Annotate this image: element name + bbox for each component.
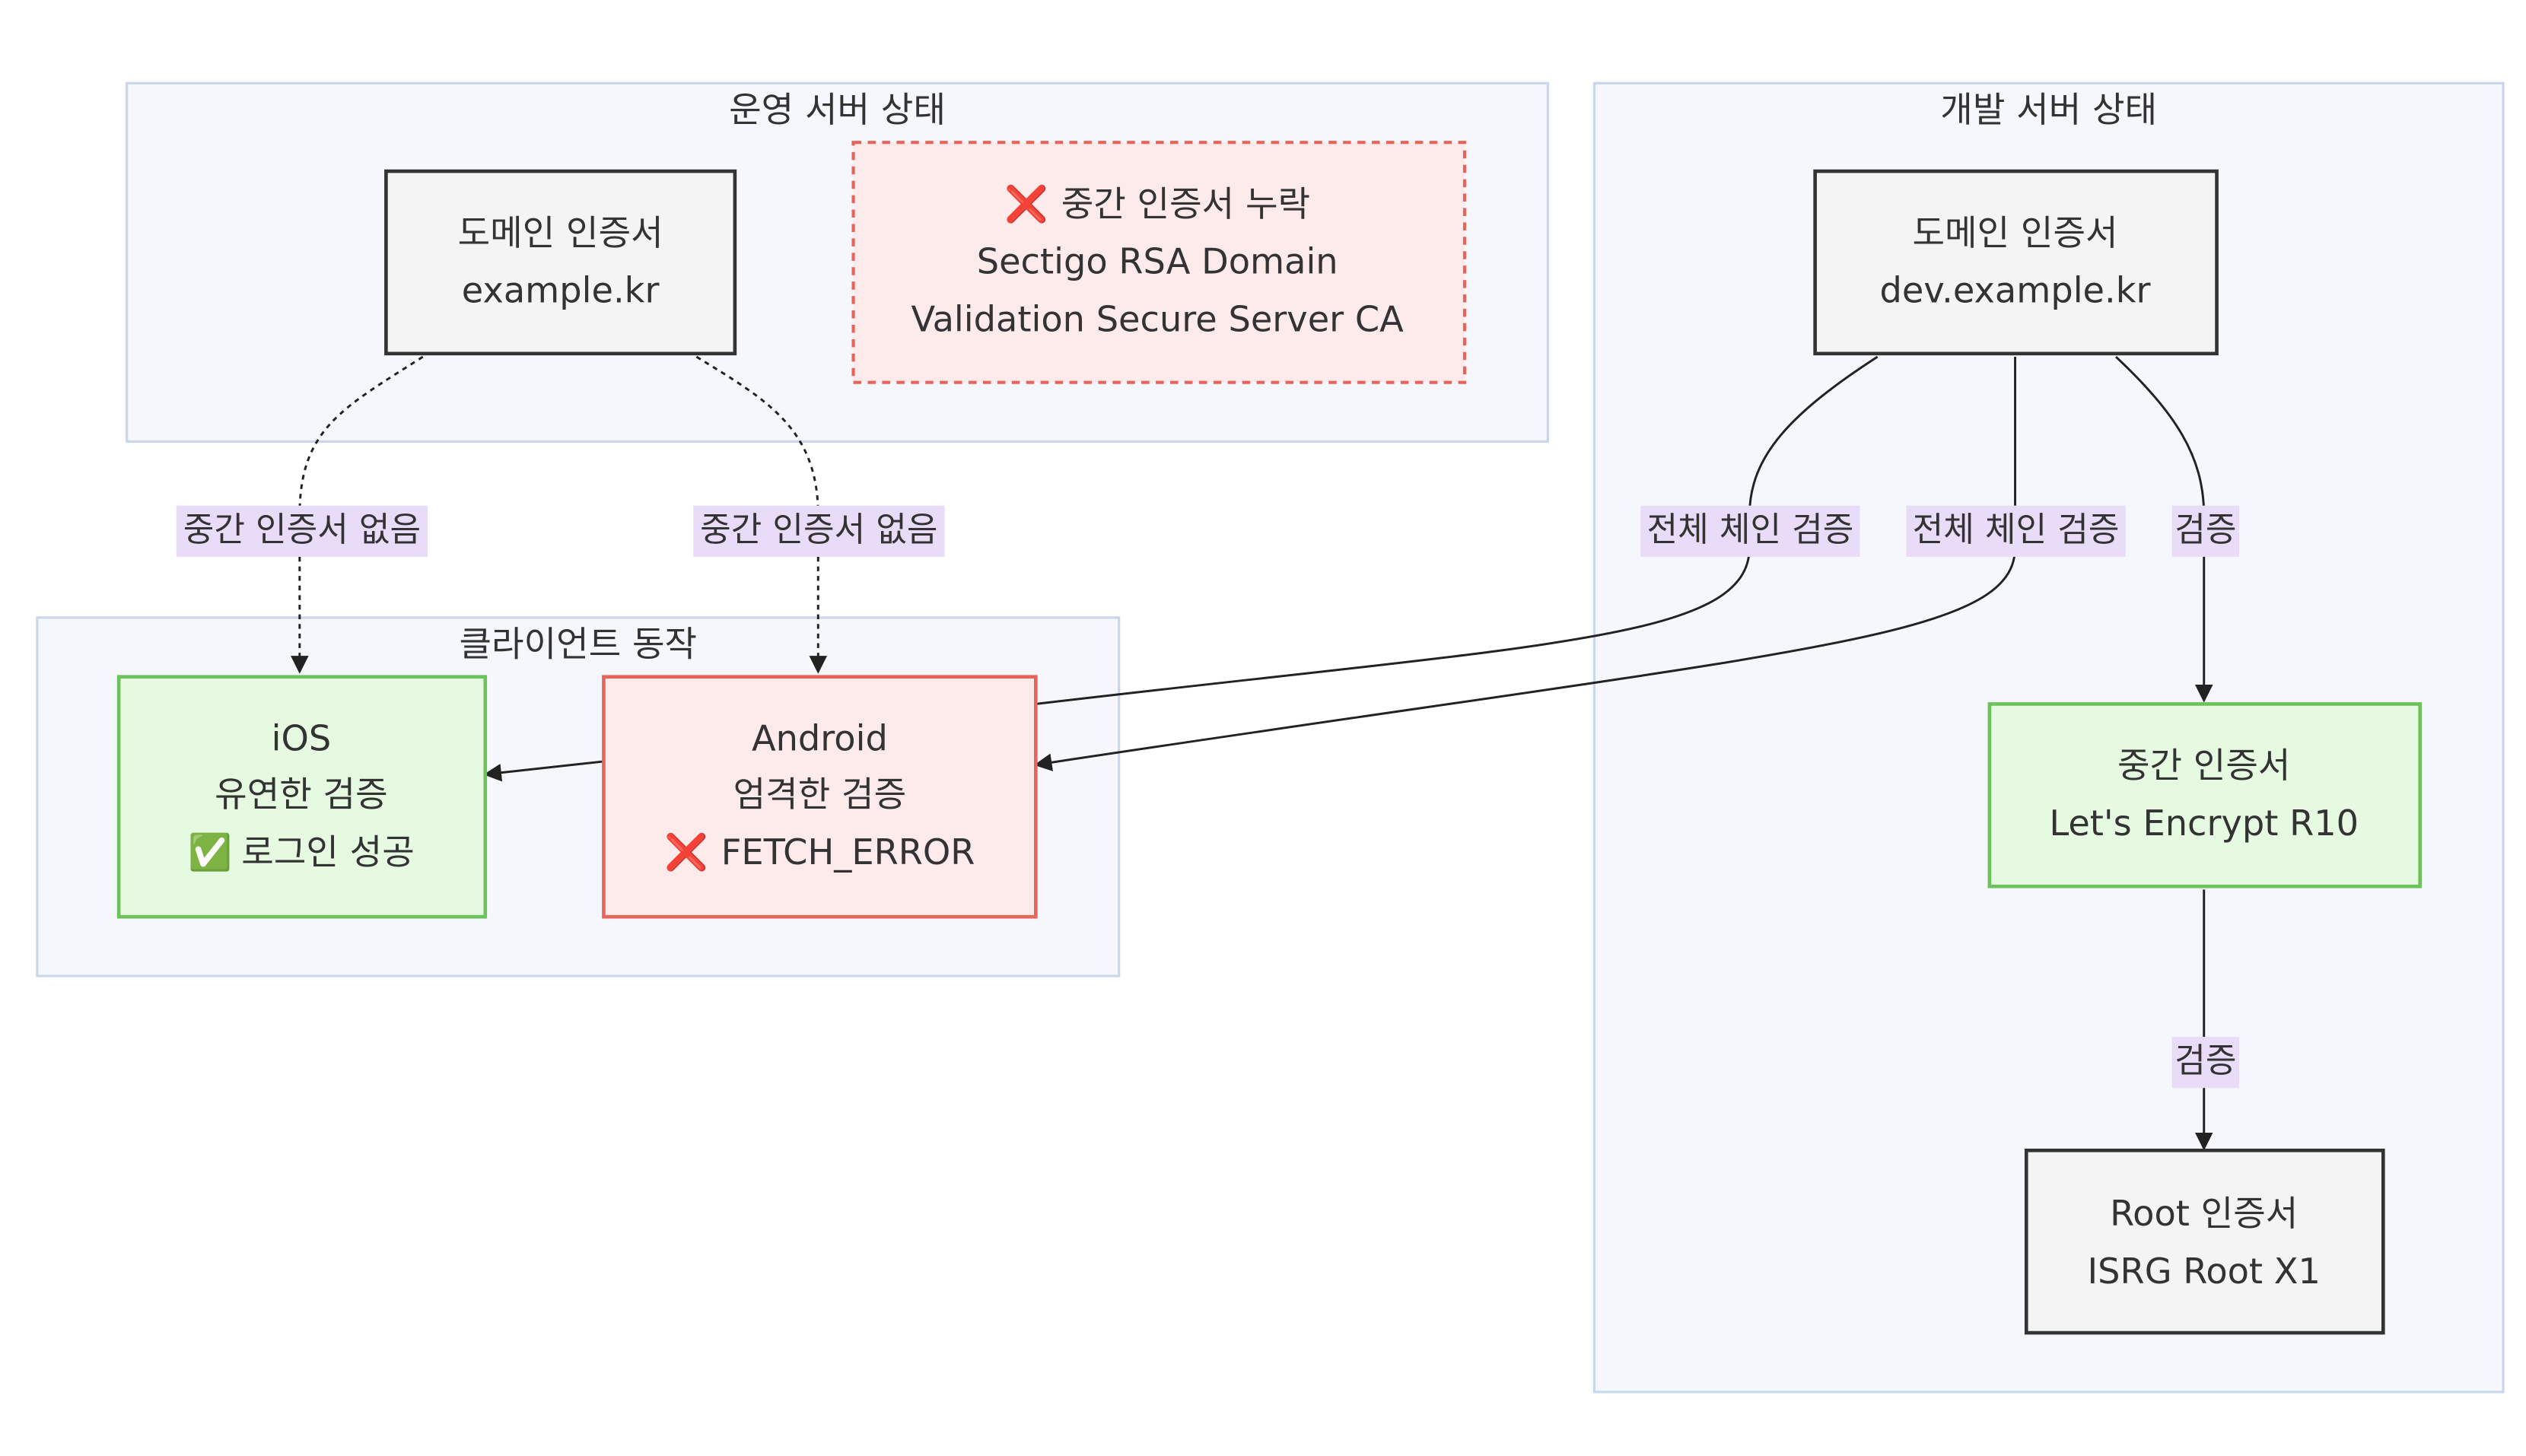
node-detail-text: FETCH_ERROR — [721, 831, 975, 873]
node-subtitle: example.kr — [462, 270, 660, 311]
x-mark-icon: ❌ — [1004, 183, 1048, 225]
edge-label-dev-full-chain-2: 전체 체인 검증 — [1906, 505, 2126, 557]
edge-label-text: 검증 — [2174, 510, 2236, 549]
node-prod-domain-cert: 도메인 인증서 example.kr — [384, 169, 737, 356]
cluster-client-title: 클라이언트 동작 — [459, 623, 697, 664]
node-detail-text: 로그인 성공 — [241, 831, 415, 873]
node-intermediate-cert: 중간 인증서 Let's Encrypt R10 — [1987, 702, 2422, 889]
node-android-client: Android 엄격한 검증 ❌ FETCH_ERROR — [602, 675, 1038, 919]
edge-dev-to-intermediate-upper — [2115, 355, 2206, 516]
node-missing-intermediate: ❌ 중간 인증서 누락 Sectigo RSA Domain Validation… — [851, 141, 1467, 384]
edges — [291, 355, 2213, 1151]
node-title: 도메인 인증서 — [1913, 212, 2118, 253]
edge-label-prod-to-android: 중간 인증서 없음 — [693, 505, 945, 557]
node-box — [851, 141, 1467, 384]
node-detail: ❌ FETCH_ERROR — [664, 831, 975, 873]
edge-android-to-ios — [483, 760, 603, 782]
edge-label-bg — [2171, 505, 2240, 557]
edge-label-prod-to-ios: 중간 인증서 없음 — [176, 505, 428, 557]
node-title: Android — [752, 717, 888, 758]
edge-label-bg — [1906, 505, 2126, 557]
cluster-prod-title: 운영 서버 상태 — [729, 89, 946, 130]
edge-label-text: 전체 체인 검증 — [1647, 510, 1854, 549]
edge-dev-chain-2-lower — [1034, 547, 2017, 771]
edge-label-bg — [1640, 505, 1860, 557]
edge-label-intermediate-to-root: 검증 — [2171, 1036, 2240, 1089]
node-title: iOS — [272, 717, 332, 758]
node-box — [1987, 702, 2422, 889]
node-subtitle: Sectigo RSA Domain — [977, 241, 1338, 282]
node-subtitle: ISRG Root X1 — [2088, 1251, 2321, 1292]
edge-label-dev-to-intermediate: 검증 — [2171, 505, 2240, 557]
node-box — [384, 169, 737, 356]
edge-prod-to-android-upper — [695, 355, 819, 516]
node-title-text: 중간 인증서 누락 — [1061, 183, 1310, 224]
node-subtitle: 유연한 검증 — [215, 774, 388, 815]
edge-label-text: 전체 체인 검증 — [1913, 510, 2120, 549]
x-mark-icon: ❌ — [664, 831, 708, 873]
node-title: 도메인 인증서 — [458, 212, 663, 253]
node-detail: Validation Secure Server CA — [911, 298, 1405, 339]
edge-label-text: 중간 인증서 없음 — [183, 510, 421, 549]
node-box — [602, 675, 1038, 919]
node-detail: ✅로그인 성공 — [188, 831, 415, 873]
edge-labels: 중간 인증서 없음 중간 인증서 없음 전체 체인 검증 전체 체인 검증 검증… — [176, 505, 2240, 1089]
node-title: Root 인증서 — [2110, 1193, 2298, 1234]
node-subtitle: Let's Encrypt R10 — [2049, 803, 2359, 844]
node-root-cert: Root 인증서 ISRG Root X1 — [2024, 1148, 2385, 1335]
node-dev-domain-cert: 도메인 인증서 dev.example.kr — [1813, 169, 2219, 356]
edge-label-bg — [693, 505, 945, 557]
edge-dev-chain-1-lower — [1036, 547, 1751, 705]
edge-dev-chain-1-upper — [1748, 355, 1879, 516]
node-title: 중간 인증서 — [2117, 745, 2291, 786]
node-box — [2024, 1148, 2385, 1335]
node-subtitle: 엄격한 검증 — [733, 774, 907, 815]
node-title: ❌ 중간 인증서 누락 — [1004, 183, 1310, 225]
edge-label-dev-full-chain-1: 전체 체인 검증 — [1640, 505, 1860, 557]
node-ios-client: iOS 유연한 검증 ✅로그인 성공 — [116, 675, 488, 919]
edge-label-text: 검증 — [2174, 1041, 2236, 1080]
node-subtitle: dev.example.kr — [1880, 270, 2152, 311]
edge-label-text: 중간 인증서 없음 — [700, 510, 937, 549]
edge-label-bg — [2171, 1036, 2240, 1089]
edge-prod-to-ios-upper — [298, 355, 424, 516]
node-box — [116, 675, 488, 919]
check-mark-icon: ✅ — [188, 831, 232, 873]
edge-label-bg — [176, 505, 428, 557]
cluster-dev-title: 개발 서버 상태 — [1940, 89, 2157, 130]
node-box — [1813, 169, 2219, 356]
